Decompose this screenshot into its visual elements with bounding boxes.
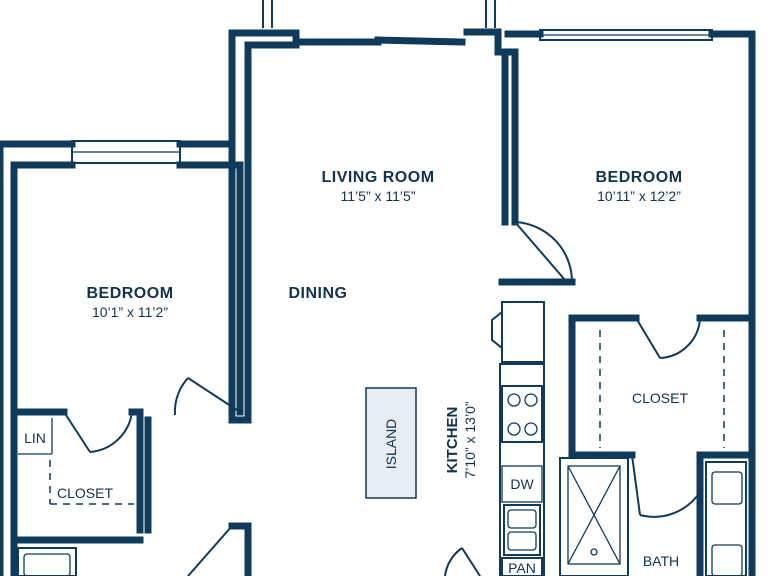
kitchen-dims: 7’10” x 13’0” <box>462 401 478 478</box>
door-swing <box>89 411 133 453</box>
burner <box>524 393 538 407</box>
bedroom-right-label: BEDROOM <box>595 169 682 186</box>
closet-left-label: CLOSET <box>57 485 113 501</box>
shower <box>559 457 629 576</box>
bedroom-right-wall-left <box>501 48 519 226</box>
bedroom-left-dims: 10’1” x 11’2” <box>92 304 168 320</box>
bath-sink <box>23 553 71 576</box>
sink-basin <box>507 509 537 529</box>
living-wall-right <box>463 28 509 226</box>
cooktop <box>501 385 543 443</box>
door-leaf <box>187 525 233 576</box>
refrigerator <box>501 301 545 363</box>
kitchen-fixtures <box>365 301 545 576</box>
door-leaf <box>631 454 641 516</box>
closet-right-wall-right <box>696 314 756 459</box>
bath-label: BATH <box>643 553 679 569</box>
bedroom-left-label: BEDROOM <box>86 285 173 302</box>
shower-diagonal <box>567 465 621 565</box>
door-leaf <box>514 221 566 281</box>
burner <box>507 393 521 407</box>
door-swing <box>639 491 701 518</box>
dishwasher-label: DW <box>510 476 534 492</box>
burner <box>507 422 521 436</box>
vanity <box>705 461 747 576</box>
island <box>365 387 417 499</box>
shower-drain <box>590 548 598 556</box>
living-room-dims: 11’5” x 11’5” <box>341 188 416 204</box>
doors <box>63 221 701 576</box>
fridge-door <box>491 309 503 351</box>
bath-sink <box>711 544 743 576</box>
bath-sink <box>711 471 743 505</box>
hall-wall-bottom <box>228 522 252 576</box>
living-room-label: LIVING ROOM <box>321 169 434 186</box>
door-swing <box>659 317 701 359</box>
closet-rods <box>18 330 725 505</box>
bath-vanity-left <box>17 547 77 576</box>
kitchen-sink <box>503 504 541 556</box>
door-leaf <box>461 547 481 576</box>
bedroom-right-dims: 10’11” x 12’2” <box>597 188 681 204</box>
sink-basin <box>507 531 537 551</box>
burner <box>524 422 538 436</box>
closet-left-wall-right <box>128 408 144 534</box>
living-wall-top-right <box>374 36 466 46</box>
dining-label: DINING <box>289 285 348 302</box>
bedroom-right-wall-top-right <box>708 30 756 322</box>
door-leaf <box>63 411 91 453</box>
bath-fixtures <box>17 457 747 576</box>
closet-right-label: CLOSET <box>632 390 688 406</box>
door-leaf <box>635 317 661 359</box>
pantry <box>501 557 543 576</box>
pantry-label: PAN <box>508 560 536 576</box>
linen-label: LIN <box>24 430 46 446</box>
living-wall-left <box>228 141 252 424</box>
door-leaf <box>187 377 241 413</box>
door-swing <box>444 547 463 576</box>
island-label: ISLAND <box>383 419 399 470</box>
door-swing <box>514 221 574 283</box>
shower-pan <box>567 465 621 565</box>
dishwasher <box>501 465 543 503</box>
bedroom-left-wall-right <box>176 161 244 416</box>
labels: LIVING ROOM 11’5” x 11’5” BEDROOM 10’11”… <box>24 169 688 576</box>
door-swing <box>173 377 189 416</box>
kitchen-label: KITCHEN <box>444 407 461 474</box>
living-wall-left-upper <box>228 29 300 149</box>
